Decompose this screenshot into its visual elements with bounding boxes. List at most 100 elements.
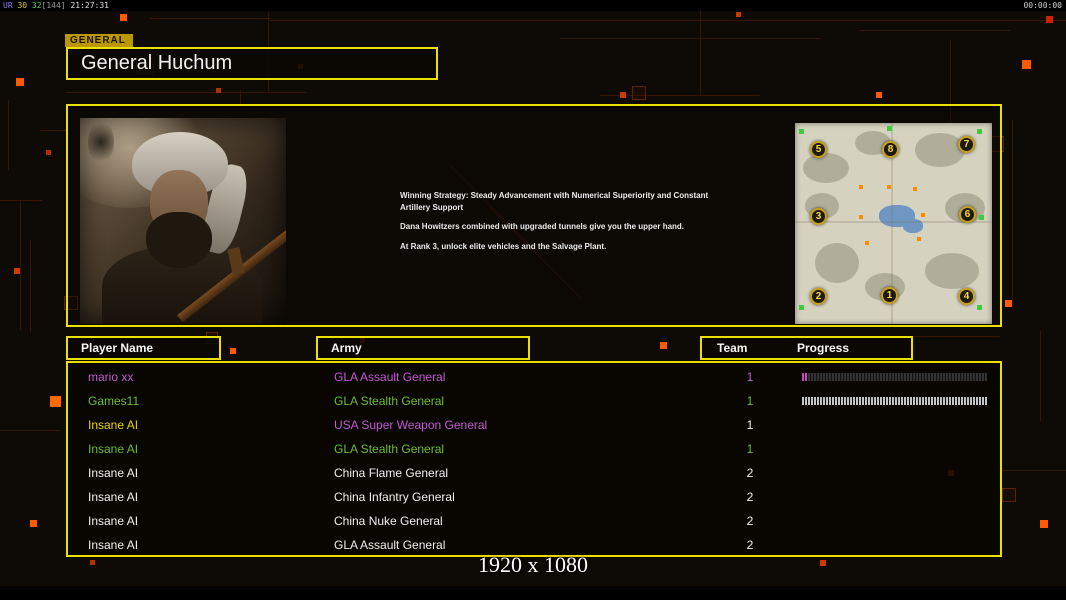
strategy-briefing: Winning Strategy: Steady Advancement wit… bbox=[400, 190, 710, 260]
player-name-cell: mario xx bbox=[88, 370, 134, 384]
circuit-line bbox=[66, 92, 306, 93]
player-army-cell: GLA Assault General bbox=[334, 370, 446, 384]
decor-square bbox=[46, 150, 51, 155]
general-portrait-image bbox=[80, 118, 286, 324]
map-start-position: 6 bbox=[959, 206, 976, 223]
decor-square bbox=[820, 560, 826, 566]
decor-square bbox=[30, 520, 37, 527]
loading-progress-bar bbox=[802, 397, 987, 405]
match-timer: 00:00:00 bbox=[1023, 1, 1062, 10]
map-player-marker bbox=[887, 126, 892, 131]
map-road bbox=[795, 221, 992, 223]
map-terrain-patch bbox=[925, 253, 979, 289]
loading-progress-fill bbox=[802, 397, 987, 405]
portrait-beard bbox=[146, 212, 212, 268]
team-header-label: Team bbox=[717, 341, 748, 355]
circuit-line bbox=[150, 18, 270, 19]
map-supply-marker bbox=[859, 185, 863, 189]
player-army-cell: GLA Assault General bbox=[334, 538, 446, 552]
player-army-cell: GLA Stealth General bbox=[334, 394, 445, 408]
circuit-line bbox=[30, 240, 31, 332]
player-row[interactable]: mario xx GLA Assault General 1 bbox=[68, 365, 1000, 389]
player-name-cell: Insane AI bbox=[88, 442, 139, 456]
map-start-position: 8 bbox=[882, 141, 899, 158]
decor-square bbox=[216, 88, 221, 93]
status-segment: UR bbox=[3, 1, 13, 10]
map-supply-marker bbox=[859, 215, 863, 219]
decor-square bbox=[736, 12, 741, 17]
decor-square bbox=[660, 342, 667, 349]
circuit-line bbox=[912, 336, 1000, 337]
map-supply-marker bbox=[913, 187, 917, 191]
column-header-team-progress: Team Progress bbox=[700, 336, 913, 360]
status-segment: [144] bbox=[41, 1, 66, 10]
player-name-header-label: Player Name bbox=[81, 341, 154, 355]
map-player-marker bbox=[977, 305, 982, 310]
circuit-line bbox=[20, 200, 21, 330]
decor-hollow-square bbox=[632, 86, 646, 100]
circuit-line bbox=[560, 38, 820, 39]
map-lake bbox=[903, 219, 923, 233]
map-supply-marker bbox=[917, 237, 921, 241]
general-title-box: General Huchum bbox=[66, 47, 438, 80]
player-team-cell: 2 bbox=[746, 514, 754, 528]
map-terrain-patch bbox=[815, 243, 859, 283]
decor-square bbox=[90, 560, 95, 565]
general-tab[interactable]: GENERAL bbox=[65, 34, 133, 47]
player-army-cell: China Nuke General bbox=[334, 514, 443, 528]
circuit-line bbox=[860, 30, 1010, 31]
circuit-line bbox=[1040, 330, 1041, 422]
player-army-cell: China Infantry General bbox=[334, 490, 455, 504]
circuit-line bbox=[40, 130, 66, 131]
briefing-line-2: Dana Howitzers combined with upgraded tu… bbox=[400, 222, 685, 232]
player-army-cell: USA Super Weapon General bbox=[334, 418, 488, 432]
map-road bbox=[891, 123, 893, 324]
decor-square bbox=[230, 348, 236, 354]
progress-header-label: Progress bbox=[797, 341, 850, 355]
player-team-cell: 2 bbox=[746, 466, 754, 480]
general-name: General Huchum bbox=[81, 52, 233, 74]
map-start-position: 3 bbox=[810, 208, 827, 225]
player-team-cell: 2 bbox=[746, 490, 754, 504]
status-segment: 30 bbox=[12, 1, 28, 10]
circuit-line bbox=[270, 20, 1066, 21]
circuit-line bbox=[600, 95, 760, 96]
loading-progress-bar bbox=[802, 373, 987, 381]
map-start-position: 5 bbox=[810, 141, 827, 158]
circuit-line bbox=[700, 10, 701, 96]
player-name-cell: Insane AI bbox=[88, 466, 139, 480]
bottom-letterbox bbox=[0, 586, 1066, 600]
status-segment: 21:27:31 bbox=[65, 1, 109, 10]
army-header-label: Army bbox=[331, 341, 362, 355]
column-header-player-name: Player Name bbox=[66, 336, 221, 360]
player-team-cell: 1 bbox=[746, 394, 754, 408]
map-supply-marker bbox=[921, 213, 925, 217]
decor-square bbox=[1046, 16, 1053, 23]
briefing-panel: Winning Strategy: Steady Advancement wit… bbox=[66, 104, 1002, 327]
circuit-line bbox=[1012, 120, 1013, 300]
loading-progress-fill bbox=[802, 373, 808, 381]
circuit-line bbox=[0, 430, 60, 431]
map-supply-marker bbox=[887, 185, 891, 189]
player-team-cell: 1 bbox=[746, 370, 754, 384]
briefing-line-3: At Rank 3, unlock elite vehicles and the… bbox=[400, 241, 607, 251]
map-terrain-patch bbox=[803, 153, 849, 183]
map-player-marker bbox=[799, 305, 804, 310]
player-name-cell: Insane AI bbox=[88, 538, 139, 552]
circuit-line bbox=[0, 200, 42, 201]
status-segment: 32 bbox=[27, 1, 42, 10]
map-start-position: 4 bbox=[958, 288, 975, 305]
briefing-line-1: Winning Strategy: Steady Advancement wit… bbox=[400, 191, 709, 212]
map-terrain-patch bbox=[915, 133, 965, 167]
decor-square bbox=[50, 396, 61, 407]
